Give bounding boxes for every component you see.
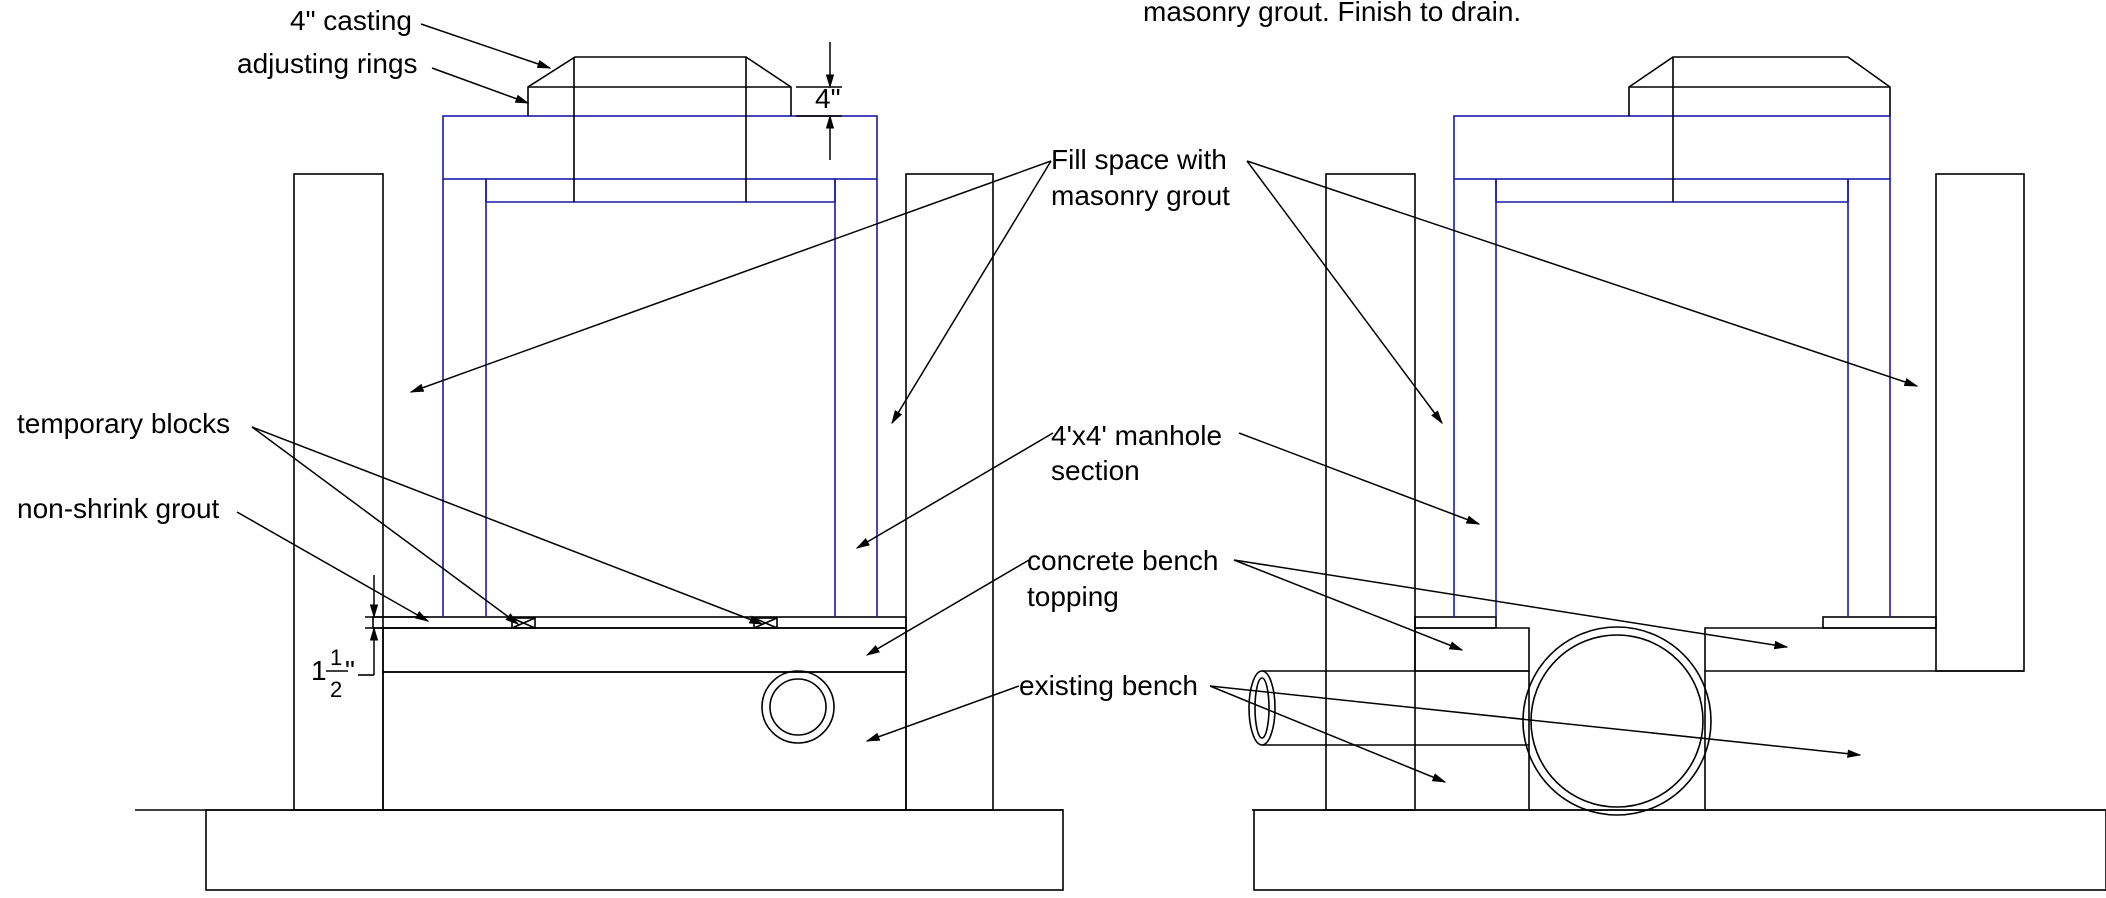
- temporary-blocks-leader-1: [251, 426, 520, 625]
- left-pipe-outer: [761, 670, 835, 744]
- right-existing-bench-right: [1704, 670, 2024, 810]
- dim-grout-unit: ": [345, 655, 355, 686]
- bench-topping-leader-1: [865, 559, 1030, 656]
- right-bench-topping-right: [1704, 627, 1936, 671]
- right-grout-right: [1822, 616, 1937, 629]
- bench-topping-leader-3: [1233, 559, 1789, 650]
- existing-bench-leader-2: [1209, 685, 1447, 783]
- right-side-pipe: [1248, 670, 1529, 746]
- fill-space-leader-1: [409, 160, 1052, 393]
- bench-topping-leader-2: [1233, 559, 1464, 651]
- fill-space-leader-4: [1246, 160, 1919, 387]
- casting-leader: [420, 23, 552, 69]
- left-pipe-inner: [769, 678, 827, 736]
- manhole-section-label-line2: section: [1051, 455, 1140, 486]
- right-footing: [1253, 809, 2106, 891]
- dim-grout-whole: 1: [311, 655, 327, 686]
- left-manhole-section: [442, 115, 878, 617]
- right-existing-wall-left: [1325, 173, 1416, 811]
- left-footing: [205, 809, 1064, 891]
- temporary-blocks-leader-2: [251, 426, 764, 625]
- dim-grout-denominator: 2: [330, 677, 342, 702]
- fill-space-leader-3: [1246, 160, 1443, 425]
- fill-space-leader-2: [891, 160, 1052, 425]
- right-detail: [1248, 56, 2106, 891]
- existing-bench-leader-1: [865, 685, 1020, 742]
- adjusting-rings-label: adjusting rings: [237, 48, 418, 79]
- left-grout-layer: [372, 616, 907, 629]
- right-large-pipe-outer: [1522, 626, 1712, 816]
- right-bench-topping-left: [1415, 627, 1530, 671]
- right-casting: [1628, 56, 1891, 202]
- non-shrink-grout-leader: [236, 511, 430, 622]
- fill-space-label-line2: masonry grout: [1051, 180, 1230, 211]
- manhole-section-label-line1: 4'x4' manhole: [1051, 420, 1222, 451]
- bench-topping-label-line2: topping: [1027, 581, 1119, 612]
- left-detail: 4" 1 1 2 " 4" casting adjusting rings te…: [17, 5, 1064, 891]
- top-note: masonry grout. Finish to drain.: [1143, 0, 1521, 27]
- right-grout-left: [1414, 616, 1497, 629]
- dim-grout-thickness: [326, 575, 428, 676]
- non-shrink-grout-label: non-shrink grout: [17, 493, 220, 524]
- center-labels: Fill space with masonry grout 4'x4' manh…: [409, 144, 1919, 783]
- fill-space-label-line1: Fill space with: [1051, 144, 1227, 175]
- right-existing-wall-right: [1935, 173, 2025, 672]
- left-existing-bench: [382, 671, 907, 811]
- manhole-section-leader-1: [855, 432, 1054, 549]
- dim-4in: [796, 42, 842, 160]
- casting-label: 4" casting: [290, 5, 412, 36]
- left-existing-wall-left: [293, 173, 384, 811]
- manhole-section-leader-2: [1238, 432, 1481, 525]
- right-manhole-section: [1453, 115, 1891, 617]
- dim-grout-numerator: 1: [330, 645, 342, 670]
- left-existing-wall-right: [905, 173, 994, 811]
- left-casting: [527, 56, 792, 202]
- dim-4in-label: 4": [815, 83, 841, 114]
- adjusting-rings-leader: [431, 67, 530, 104]
- existing-bench-label: existing bench: [1019, 670, 1198, 701]
- temporary-blocks-label: temporary blocks: [17, 408, 230, 439]
- existing-bench-leader-3: [1209, 685, 1862, 758]
- left-bench-topping: [382, 627, 907, 673]
- bench-topping-label-line1: concrete bench: [1027, 545, 1218, 576]
- right-large-pipe-inner: [1530, 634, 1704, 808]
